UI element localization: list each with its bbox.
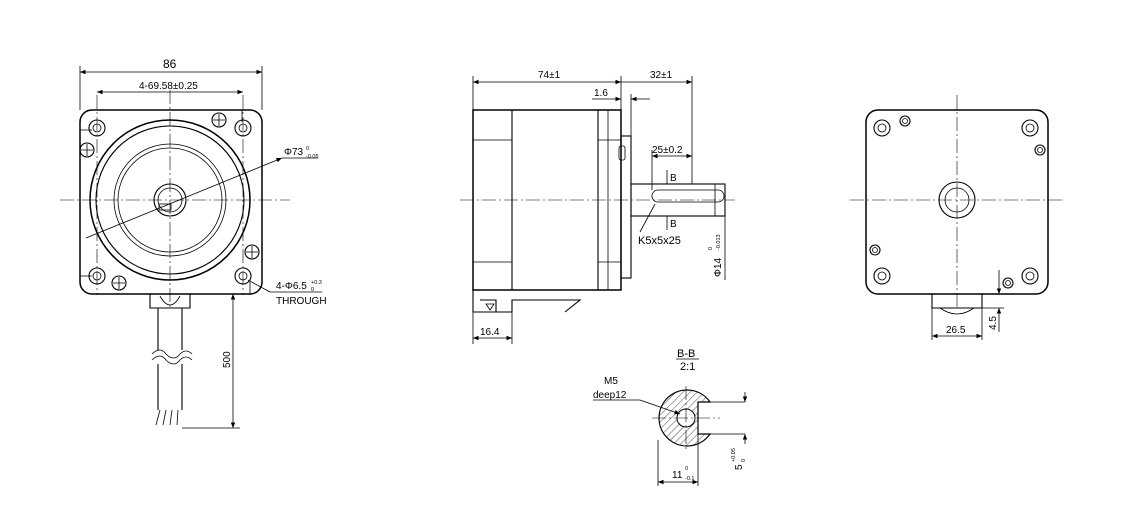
flange-thickness-label: 1.6	[594, 88, 608, 99]
connector-width-label: 26.5	[946, 325, 966, 336]
key-depth-label: 11	[672, 470, 683, 481]
pilot-diameter-label: Φ73	[284, 147, 304, 158]
screw-head-icon	[79, 112, 260, 291]
svg-text:-0.013: -0.013	[716, 234, 722, 250]
connector-height-label: 4.5	[988, 316, 999, 330]
section-title: B-B	[677, 348, 695, 360]
section-view: B-B 2:1 M5 deep12 5 +0.05 0 11 0 -0.1	[593, 348, 748, 486]
svg-text:+0.3: +0.3	[311, 280, 322, 286]
svg-text:0: 0	[311, 287, 314, 293]
svg-text:0: 0	[685, 466, 688, 472]
thread-depth-label: deep12	[593, 390, 627, 401]
shaft-length-label: 32±1	[650, 70, 673, 81]
shaft-diameter-label: Φ14	[713, 257, 724, 277]
section-marker-bottom: B	[670, 219, 677, 230]
hole-spacing-label: 4-69.58±0.25	[139, 81, 198, 92]
thread-label: M5	[604, 376, 618, 387]
key-spec-label: K5x5x25	[638, 235, 681, 247]
svg-text:-0.1: -0.1	[685, 476, 694, 482]
connector-length-label: 16.4	[480, 327, 500, 338]
section-marker-top: B	[670, 173, 677, 184]
screw-head-icon	[869, 115, 1046, 289]
rear-view: 26.5 4.5	[850, 95, 1065, 340]
key-length-label: 25±0.2	[652, 145, 683, 156]
svg-text:0: 0	[306, 146, 309, 152]
svg-text:-0.05: -0.05	[306, 154, 319, 160]
through-label: THROUGH	[276, 296, 327, 307]
body-length-label: 74±1	[538, 70, 561, 81]
mount-hole-icon	[873, 119, 1039, 285]
svg-text:0: 0	[741, 459, 747, 462]
section-scale: 2:1	[680, 361, 695, 373]
front-view: 86 4-69.58±0.25 Φ73 0 -0.05 4-Φ6.5 +0.3 …	[60, 57, 327, 429]
key-width-label: 5	[734, 464, 745, 470]
svg-text:+0.05: +0.05	[731, 448, 737, 462]
mount-hole-label: 4-Φ6.5	[276, 281, 307, 292]
motor-flange-outline	[79, 109, 263, 295]
overall-width-label: 86	[163, 57, 177, 71]
svg-text:0: 0	[708, 247, 714, 250]
side-view: 74±1 32±1 1.6 25±0.2 B B K5x5x25 Φ14 0 -…	[460, 70, 735, 344]
lead-length-label: 500	[222, 351, 233, 368]
